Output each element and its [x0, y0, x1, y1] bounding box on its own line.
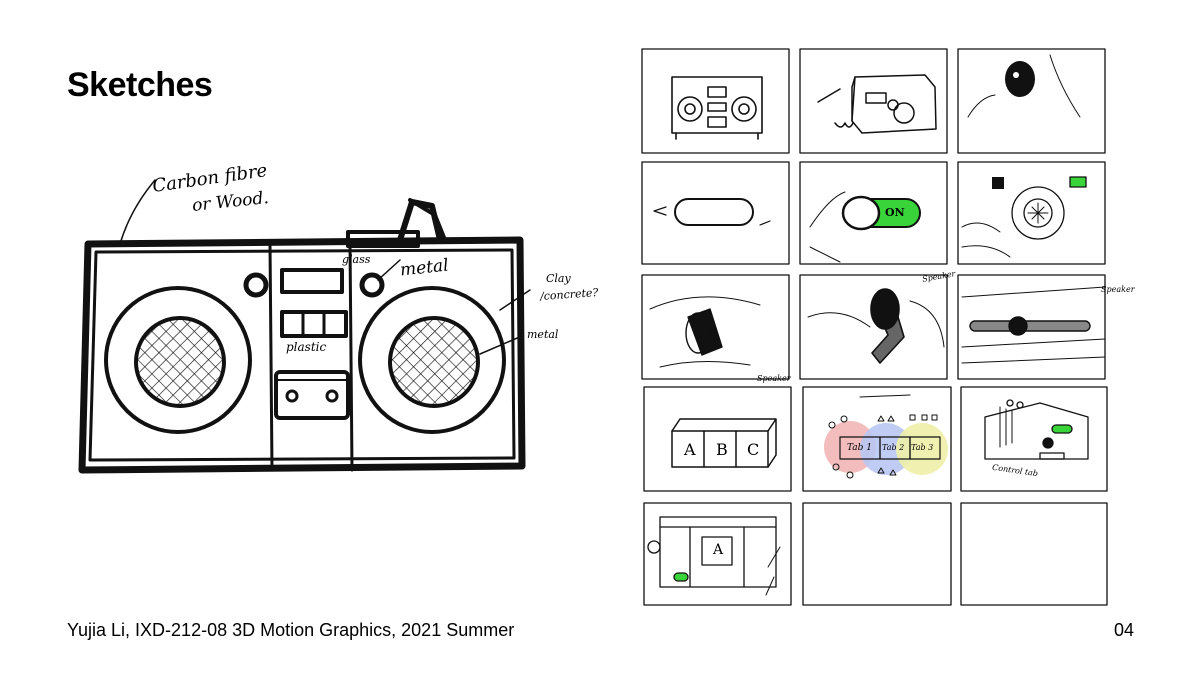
block-letter-b: B	[716, 440, 728, 459]
panel-letter: A	[713, 542, 724, 558]
thumb-4	[641, 161, 790, 265]
thumbnail-grid	[641, 48, 1108, 606]
thumb-6	[957, 161, 1106, 265]
tab-2-label: Tab 2	[882, 443, 905, 452]
block-letter-a: A	[684, 440, 696, 459]
block-letter-c: C	[747, 440, 760, 459]
thumb-13	[643, 502, 792, 606]
tab-1-label: Tab 1	[847, 443, 873, 453]
annotation-clay: Clay	[546, 272, 571, 285]
annotation-plastic: plastic	[286, 340, 327, 354]
slide-title: Sketches	[67, 66, 213, 104]
thumb-5	[799, 161, 948, 265]
speaker-label-3: Speaker	[757, 374, 791, 383]
annotation-glass: glass	[342, 253, 371, 266]
thumb-15	[960, 502, 1108, 606]
thumb-8	[799, 274, 948, 380]
thumb-11	[802, 386, 952, 492]
footer-credit: Yujia Li, IXD-212-08 3D Motion Graphics,…	[67, 620, 515, 640]
thumb-12	[960, 386, 1108, 492]
on-switch-label: ON	[885, 206, 905, 219]
thumb-9	[957, 274, 1106, 380]
boombox-sketch	[78, 179, 531, 474]
thumb-2	[799, 48, 948, 154]
speaker-label-2: Speaker	[1101, 285, 1135, 294]
thumb-3	[957, 48, 1106, 154]
annotation-metal-side: metal	[527, 328, 559, 341]
page-number: 04	[1113, 620, 1134, 640]
thumb-10	[643, 386, 792, 492]
thumb-7	[641, 274, 790, 380]
thumb-14	[802, 502, 952, 606]
tab-3-label: Tab 3	[911, 443, 934, 452]
thumb-1	[641, 48, 790, 154]
